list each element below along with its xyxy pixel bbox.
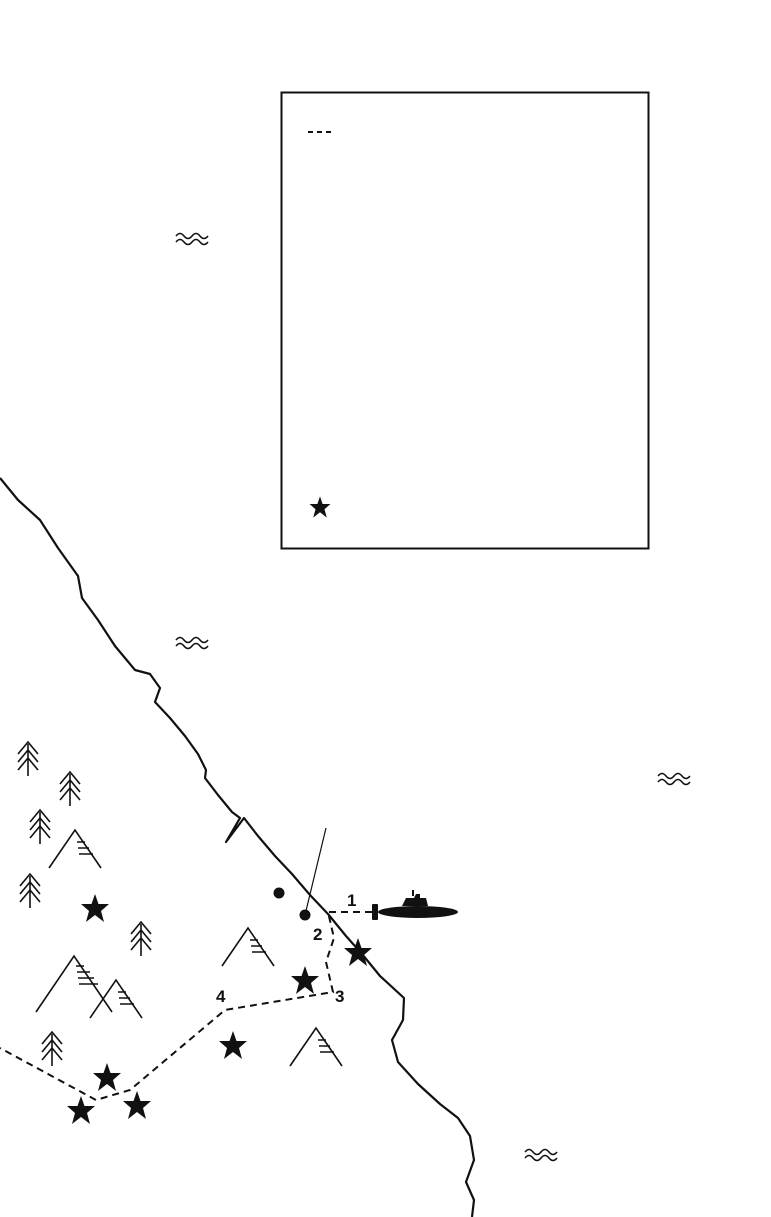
dot-icon (273, 887, 285, 899)
legend-box (280, 91, 650, 550)
pointer-line (304, 827, 327, 916)
route-label-4: 4 (216, 987, 226, 1006)
tree-icon (59, 771, 81, 807)
star-icon (123, 1091, 151, 1119)
wave-icon (175, 232, 209, 246)
legend-star-icon (309, 496, 331, 518)
tree-icon (130, 921, 152, 957)
tree-icon (29, 809, 51, 845)
wave-icon (524, 1148, 558, 1162)
mountain-icon (48, 829, 102, 869)
coastline (0, 477, 476, 1217)
star-icon (219, 1031, 247, 1059)
mountain-icon (35, 954, 113, 1013)
wave-icon (175, 636, 209, 650)
star-icon (93, 1063, 121, 1091)
star-icon (81, 894, 109, 922)
route-label-2: 2 (313, 925, 322, 944)
route-label-1: 1 (347, 891, 356, 910)
dashed-route (0, 911, 372, 1102)
route-label-3: 3 (335, 987, 344, 1006)
submarine-icon (372, 890, 458, 920)
tree-icon (17, 741, 39, 777)
mountain-icon (89, 979, 143, 1019)
tree-icon (19, 873, 41, 909)
mountain-icon (221, 927, 275, 967)
star-icon (67, 1096, 95, 1124)
star-icon (291, 966, 319, 994)
mountain-icon (289, 1027, 343, 1067)
tree-icon (41, 1031, 63, 1067)
wave-icon (657, 772, 691, 786)
